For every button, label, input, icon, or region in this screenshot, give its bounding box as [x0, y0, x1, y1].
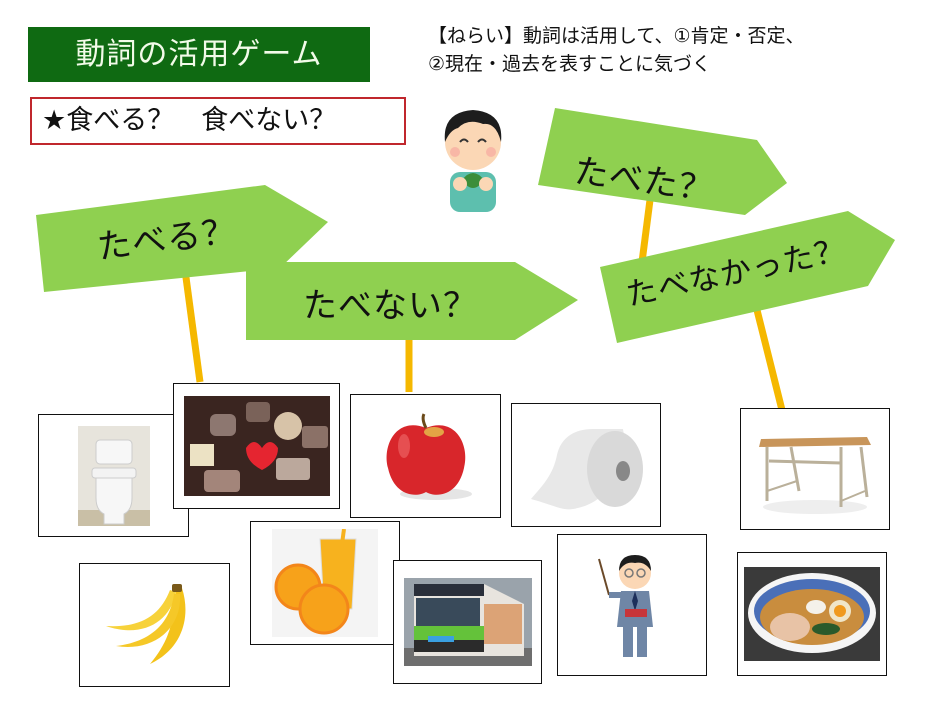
aim-line-2: ②現在・過去を表すことに気づく [428, 53, 712, 75]
card-orange-juice[interactable] [250, 521, 400, 645]
sign-tabeta [538, 108, 787, 215]
page-title: 動詞の活用ゲーム [28, 27, 370, 82]
apple-image [386, 413, 472, 500]
pole-tabenakatta [753, 309, 786, 411]
ramen-image [744, 567, 880, 661]
card-ramen[interactable] [737, 552, 887, 676]
card-teacher[interactable] [557, 534, 707, 676]
aim-text: 【ねらい】動詞は活用して、①肯定・否定、 ②現在・過去を表すことに気づく [428, 22, 888, 78]
pole-taberu [181, 269, 204, 383]
bus-image [403, 578, 532, 666]
chocolate-image [183, 396, 330, 496]
card-apple[interactable] [350, 394, 501, 518]
teacher-image [598, 555, 653, 657]
card-desk[interactable] [740, 408, 890, 530]
toilet-paper-image [531, 429, 643, 510]
card-banana[interactable] [79, 563, 230, 687]
aim-line-1: 【ねらい】動詞は活用して、①肯定・否定、 [428, 25, 805, 47]
desk-image [759, 437, 871, 514]
card-bus[interactable] [393, 560, 542, 684]
pole-tabeta [638, 199, 654, 263]
toilet-image [77, 425, 150, 526]
question-box: ★食べる？ 食べない？ [30, 97, 406, 145]
boy-eating-illustration [444, 110, 502, 212]
card-toilet[interactable] [38, 414, 189, 537]
card-toilet-paper[interactable] [511, 403, 661, 527]
orange-juice-image [272, 529, 378, 637]
sign-label-tabenai: たべない？ [303, 286, 478, 326]
banana-image [105, 584, 185, 664]
sign-tabenakatta [600, 211, 895, 343]
sign-tabenai [246, 262, 578, 340]
card-chocolate[interactable] [173, 383, 340, 509]
